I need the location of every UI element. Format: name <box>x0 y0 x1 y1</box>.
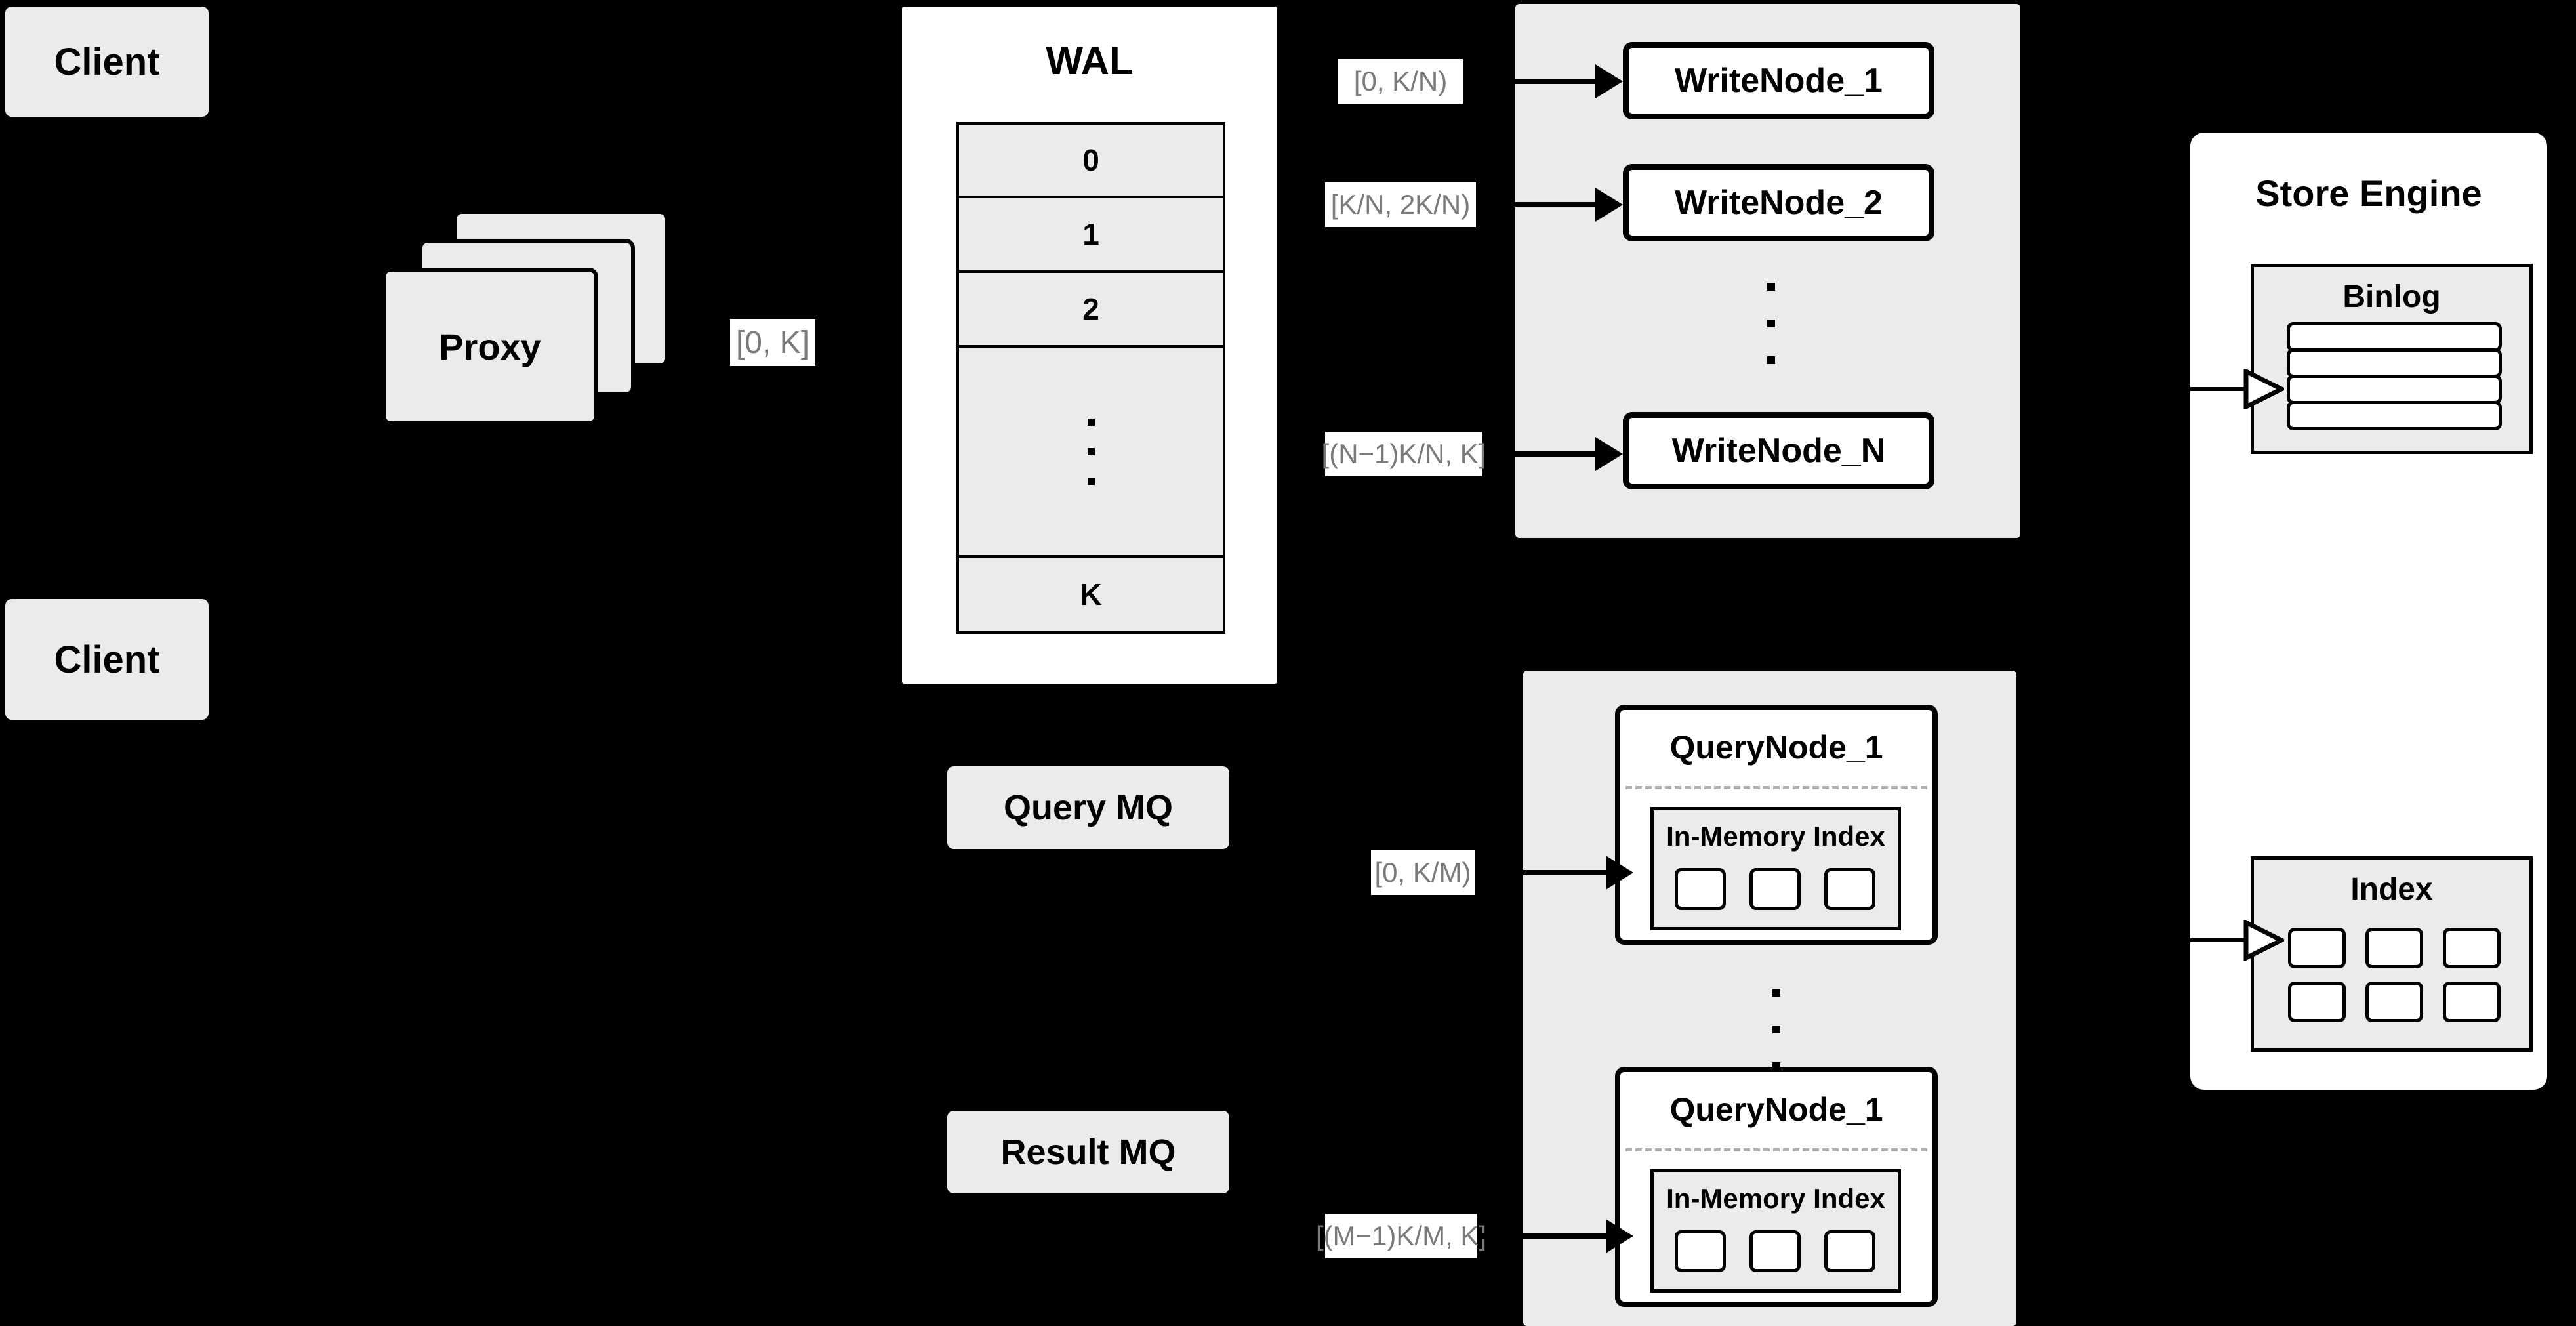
client-box-2[interactable]: Client <box>5 599 209 720</box>
in-memory-index-title-1: In-Memory Index <box>1666 821 1885 852</box>
query-node-m-range-label: [(M−1)K/M, K] <box>1316 1214 1486 1258</box>
wal-row-k: K <box>959 558 1223 631</box>
index-cell <box>2365 982 2423 1022</box>
binlog-title: Binlog <box>2342 280 2441 314</box>
query-node-1-in-memory-index: In-Memory Index <box>1650 807 1901 930</box>
client-box-1[interactable]: Client <box>5 7 209 117</box>
index-title: Index <box>2350 872 2433 907</box>
wal-row-1: 1 <box>959 198 1223 273</box>
open-triangle-icon <box>2243 919 2287 962</box>
wal-title: WAL <box>1046 39 1134 83</box>
client-label-2: Client <box>54 638 160 681</box>
write-node-1[interactable]: WriteNode_1 <box>1623 42 1934 119</box>
write-node-1-label: WriteNode_1 <box>1675 62 1883 100</box>
ellipsis-dot <box>1767 320 1775 327</box>
index-cell <box>1749 868 1801 910</box>
write-node-1-arrow-head <box>1595 64 1623 98</box>
write-node-n[interactable]: WriteNode_N <box>1623 412 1934 489</box>
write-node-2-range-label: [K/N, 2K/N) <box>1325 182 1476 227</box>
ellipsis-dot <box>1767 283 1775 291</box>
query-node-1-divider <box>1625 786 1927 789</box>
proxy-range-label: [0, K] <box>730 319 815 366</box>
query-node-m-divider <box>1625 1148 1927 1151</box>
write-nodes-ellipsis <box>1767 283 1775 364</box>
client-label-1: Client <box>54 40 160 83</box>
write-node-2-arrow-head <box>1595 188 1623 222</box>
write-node-n-range-label: [(N−1)K/N, K] <box>1322 432 1486 476</box>
result-mq-box[interactable]: Result MQ <box>947 1111 1229 1193</box>
query-node-m-arrow-line <box>1479 1233 1606 1239</box>
write-node-2-arrow-line <box>1477 202 1595 207</box>
proxy-stack-front[interactable]: Proxy <box>382 268 598 425</box>
ellipsis-dot <box>1087 447 1095 455</box>
binlog-row <box>2287 401 2502 430</box>
ellipsis-dot <box>1772 989 1780 997</box>
query-node-m-arrow-head <box>1606 1219 1633 1253</box>
binlog-arrow-head <box>2243 367 2287 411</box>
binlog-arrow-line <box>2186 387 2249 391</box>
query-nodes-ellipsis <box>1772 989 1780 1070</box>
query-node-1-range-label: [0, K/M) <box>1371 850 1475 895</box>
query-mq-label: Query MQ <box>1003 788 1174 827</box>
index-cell <box>1824 868 1875 910</box>
wal-row-2: 2 <box>959 273 1223 348</box>
query-node-m-title: QueryNode_1 <box>1669 1091 1883 1128</box>
index-cell <box>2443 982 2501 1022</box>
ellipsis-dot <box>1087 418 1095 426</box>
in-memory-index-title-2: In-Memory Index <box>1666 1183 1885 1214</box>
wal-entry-table: 0 1 2 K <box>956 122 1225 634</box>
index-panel: Index <box>2251 856 2533 1052</box>
write-node-n-label: WriteNode_N <box>1671 432 1886 470</box>
wal-container: WAL 0 1 2 K <box>897 2 1282 688</box>
ellipsis-dot <box>1772 1026 1780 1033</box>
index-cell <box>1749 1230 1801 1272</box>
open-triangle-icon <box>2243 367 2287 411</box>
index-cell <box>1675 1230 1726 1272</box>
index-arrow-head <box>2243 919 2287 962</box>
write-node-n-arrow-line <box>1484 451 1595 457</box>
query-node-m-in-memory-index: In-Memory Index <box>1650 1169 1901 1293</box>
write-nodes-group: WriteNode_1 WriteNode_2 WriteNode_N <box>1515 4 2020 538</box>
wal-row-0: 0 <box>959 125 1223 198</box>
store-engine-title: Store Engine <box>2255 173 2482 214</box>
query-node-m[interactable]: QueryNode_1 In-Memory Index <box>1615 1067 1938 1307</box>
write-node-1-arrow-line <box>1464 79 1595 84</box>
query-node-1-arrow-line <box>1476 870 1606 875</box>
proxy-stack[interactable]: Proxy <box>382 210 670 426</box>
write-node-1-range-label: [0, K/N) <box>1338 59 1463 104</box>
binlog-row <box>2287 322 2502 352</box>
write-node-2[interactable]: WriteNode_2 <box>1623 164 1934 241</box>
query-nodes-group: QueryNode_1 In-Memory Index QueryNode_1 … <box>1523 671 2016 1326</box>
query-node-1-arrow-head <box>1606 856 1633 890</box>
query-mq-box[interactable]: Query MQ <box>947 766 1229 849</box>
query-node-1[interactable]: QueryNode_1 In-Memory Index <box>1615 705 1938 945</box>
ellipsis-dot <box>1767 356 1775 364</box>
query-node-1-title: QueryNode_1 <box>1669 729 1883 766</box>
store-engine-container: Store Engine Binlog Index <box>2186 128 2552 1094</box>
binlog-row <box>2287 375 2502 404</box>
index-cell <box>2365 928 2423 968</box>
ellipsis-dot <box>1087 477 1095 485</box>
index-cell <box>1675 868 1726 910</box>
write-node-n-arrow-head <box>1595 437 1623 471</box>
index-cell <box>1824 1230 1875 1272</box>
write-node-2-label: WriteNode_2 <box>1675 184 1883 222</box>
index-cell <box>2443 928 2501 968</box>
index-cell <box>2288 982 2346 1022</box>
binlog-row <box>2287 348 2502 378</box>
proxy-label: Proxy <box>439 325 541 367</box>
index-arrow-line <box>2186 938 2249 942</box>
result-mq-label: Result MQ <box>1000 1132 1176 1172</box>
index-cell <box>2288 928 2346 968</box>
wal-row-ellipsis <box>959 348 1223 558</box>
binlog-panel: Binlog <box>2251 264 2533 454</box>
